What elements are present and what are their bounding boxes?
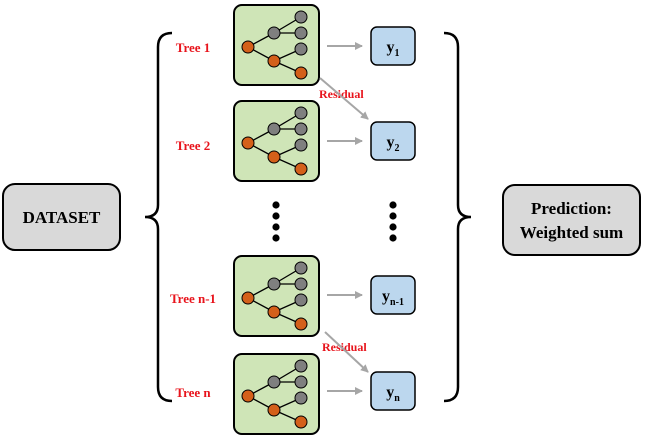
tree-ellipsis bbox=[272, 201, 280, 242]
output-box bbox=[370, 371, 416, 411]
prediction-line2: Weighted sum bbox=[520, 223, 623, 242]
tree-box bbox=[233, 4, 320, 86]
output-label: yn-1 bbox=[382, 288, 404, 308]
orange-node bbox=[294, 66, 308, 80]
right-brace bbox=[443, 31, 472, 403]
output-label: y2 bbox=[387, 134, 400, 154]
tree-row: Tree 2 y2 bbox=[176, 100, 416, 182]
gray-node bbox=[267, 122, 281, 136]
output-ellipsis bbox=[389, 201, 397, 242]
left-brace bbox=[144, 31, 173, 403]
gray-node bbox=[267, 375, 281, 389]
dataset-label: DATASET bbox=[23, 208, 101, 227]
orange-node bbox=[241, 389, 255, 403]
gray-node bbox=[294, 277, 308, 291]
tree-box bbox=[233, 353, 320, 435]
orange-node bbox=[241, 291, 255, 305]
gray-node bbox=[294, 122, 308, 136]
tree-label: Tree 1 bbox=[176, 40, 211, 55]
orange-node bbox=[267, 305, 281, 319]
gray-node bbox=[267, 26, 281, 40]
orange-node bbox=[241, 40, 255, 54]
dataset-box: DATASET bbox=[2, 183, 121, 251]
output-box bbox=[370, 121, 416, 161]
output-box bbox=[370, 26, 416, 66]
tree-row: Tree 1 y1 bbox=[176, 4, 416, 86]
prediction-line1: Prediction: bbox=[531, 199, 612, 218]
gray-node bbox=[294, 293, 308, 307]
tree-row: Tree n yn bbox=[175, 353, 416, 435]
tree-box bbox=[233, 255, 320, 337]
prediction-box: Prediction: Weighted sum bbox=[502, 184, 641, 256]
tree-label: Tree 2 bbox=[176, 138, 211, 153]
gray-node bbox=[294, 10, 308, 24]
residual-label-1: Residual bbox=[319, 87, 364, 101]
orange-node bbox=[267, 54, 281, 68]
tree-row: Tree n-1 yn-1 bbox=[170, 255, 416, 337]
orange-node bbox=[267, 403, 281, 417]
orange-node bbox=[294, 317, 308, 331]
residual-arrow-2 bbox=[324, 331, 369, 373]
gray-node bbox=[294, 375, 308, 389]
orange-node bbox=[294, 415, 308, 429]
gray-node bbox=[267, 277, 281, 291]
gray-node bbox=[294, 138, 308, 152]
tree-box bbox=[233, 100, 320, 182]
gray-node bbox=[294, 359, 308, 373]
gray-node bbox=[294, 106, 308, 120]
output-box bbox=[370, 275, 416, 315]
tree-label: Tree n bbox=[175, 385, 211, 400]
gray-node bbox=[294, 42, 308, 56]
tree-label: Tree n-1 bbox=[170, 291, 216, 306]
orange-node bbox=[241, 136, 255, 150]
gray-node bbox=[294, 261, 308, 275]
gray-node bbox=[294, 391, 308, 405]
residual-label-2: Residual bbox=[322, 340, 367, 354]
orange-node bbox=[294, 162, 308, 176]
output-label: yn bbox=[386, 384, 400, 404]
output-label: y1 bbox=[387, 39, 400, 59]
residual-arrow-1 bbox=[319, 77, 369, 120]
orange-node bbox=[267, 150, 281, 164]
gray-node bbox=[294, 26, 308, 40]
